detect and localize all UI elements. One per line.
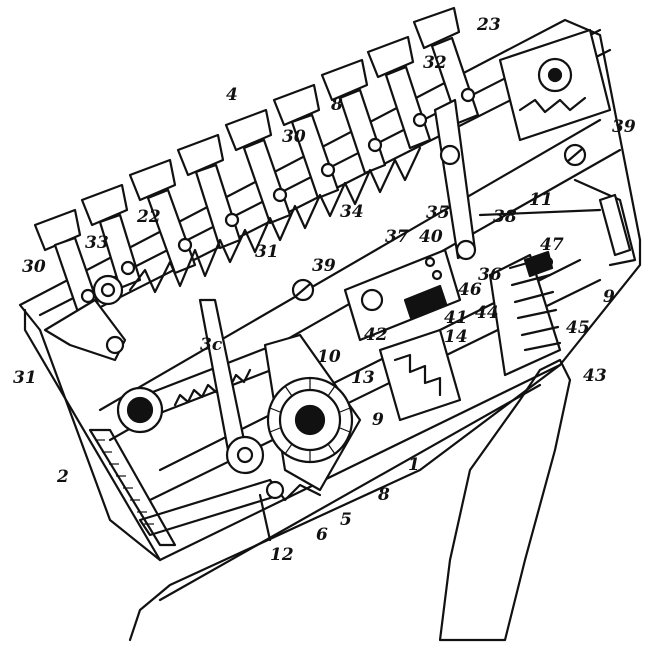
label-38: 38 — [493, 207, 517, 227]
left-latch-lever — [43, 274, 127, 362]
escapement-block — [343, 248, 462, 342]
key-1 — [33, 208, 102, 320]
label-39b: 39 — [312, 256, 336, 276]
pinion-housing — [498, 28, 612, 142]
key-9 — [412, 6, 480, 125]
label-4: 4 — [226, 85, 238, 105]
label-37: 37 — [385, 227, 409, 247]
key-2 — [80, 183, 142, 290]
key-7 — [320, 58, 387, 175]
serrated-rack — [128, 146, 422, 294]
label-31a: 31 — [255, 242, 279, 262]
label-5: 5 — [340, 510, 352, 530]
label-1: 1 — [408, 455, 420, 475]
label-22: 22 — [136, 207, 161, 227]
key-5 — [224, 108, 292, 225]
key-4 — [176, 133, 242, 250]
label-9b: 9 — [372, 410, 384, 430]
bottom-plate — [88, 428, 177, 547]
label-41: 41 — [444, 308, 468, 328]
label-8a: 8 — [330, 95, 343, 115]
label-6: 6 — [316, 525, 328, 545]
label-47: 47 — [540, 235, 564, 255]
label-12: 12 — [270, 545, 294, 565]
key-3 — [128, 158, 197, 275]
label-13: 13 — [351, 368, 375, 388]
label-14: 14 — [444, 327, 468, 347]
lower-linkage — [138, 478, 285, 542]
label-46: 46 — [458, 280, 482, 300]
stepped-cam — [488, 250, 562, 377]
label-23: 23 — [476, 15, 501, 35]
label-8b: 8 — [377, 485, 390, 505]
label-10: 10 — [317, 347, 341, 367]
label-39a: 39 — [612, 117, 636, 137]
label-45: 45 — [566, 318, 590, 338]
screw-heads — [291, 143, 587, 302]
reference-numerals: 4 8 32 23 39 30 34 22 31 33 30 35 38 11 … — [13, 15, 636, 565]
label-3c: 3c — [200, 335, 223, 355]
stepped-plate — [378, 328, 462, 422]
label-30a: 30 — [282, 127, 306, 147]
link-arm — [433, 98, 477, 261]
key-8 — [366, 35, 432, 150]
label-2: 2 — [56, 467, 69, 487]
label-34: 34 — [340, 202, 364, 222]
label-9a: 9 — [603, 287, 615, 307]
stand-base — [128, 358, 572, 642]
right-bracket — [478, 178, 637, 267]
label-31b: 31 — [13, 368, 37, 388]
key-6 — [272, 83, 340, 200]
label-40: 40 — [419, 227, 443, 247]
label-11: 11 — [529, 190, 553, 210]
label-44: 44 — [475, 303, 499, 323]
pointer-lever — [198, 298, 265, 475]
label-42: 42 — [364, 325, 388, 345]
label-32: 32 — [423, 53, 447, 73]
label-36: 36 — [478, 265, 502, 285]
label-35: 35 — [426, 203, 450, 223]
key-lever-row — [33, 6, 480, 320]
label-33: 33 — [85, 233, 109, 253]
label-43: 43 — [583, 366, 607, 386]
central-gear-assembly — [263, 333, 362, 502]
label-30b: 30 — [22, 257, 46, 277]
